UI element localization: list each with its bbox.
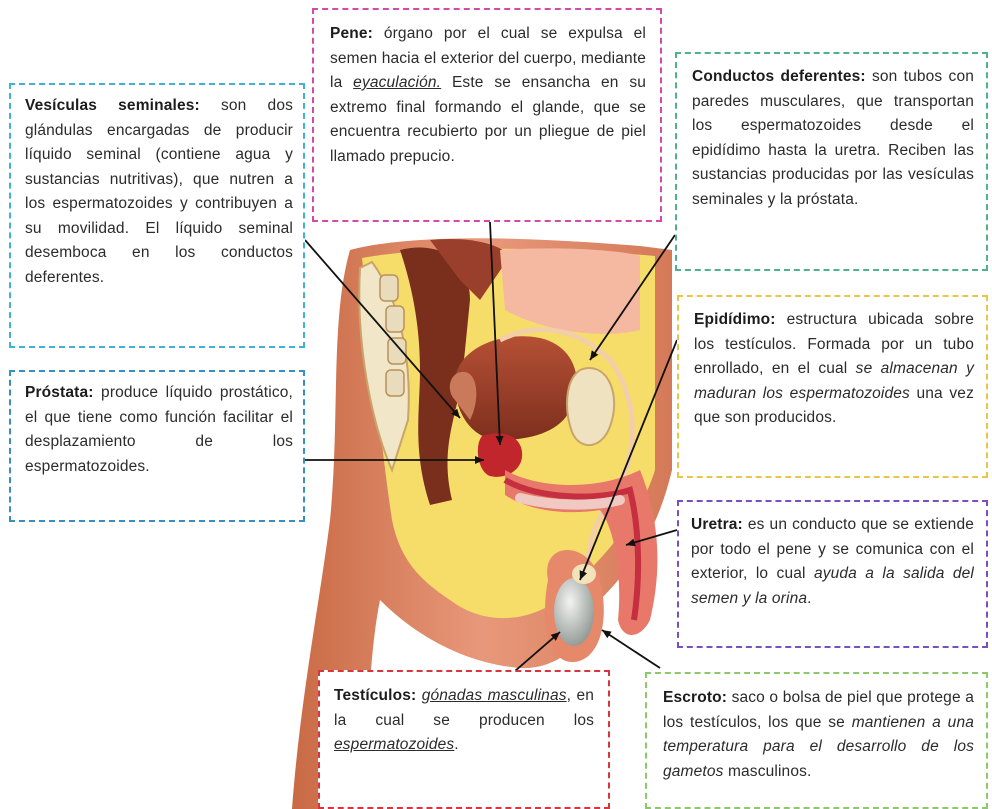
- escroto-title: Escroto:: [663, 689, 727, 706]
- vesiculas-text: Vesículas seminales: son dos glándulas e…: [25, 94, 293, 290]
- prostata-title: Próstata:: [25, 384, 94, 401]
- leader-escroto: [602, 630, 660, 668]
- testis: [554, 578, 594, 646]
- epididymis: [572, 564, 596, 584]
- uretra-text: Uretra: es un conducto que se extiende p…: [691, 513, 974, 611]
- label-pene: Pene: órgano por el cual se expulsa el s…: [312, 8, 662, 222]
- prostata-text: Próstata: produce líquido prostático, el…: [25, 381, 293, 479]
- pene-eyaculacion: eyaculación.: [353, 74, 441, 91]
- testiculos-title: Testículos:: [334, 687, 416, 704]
- uretra-title: Uretra:: [691, 516, 743, 533]
- label-vesiculas-seminales: Vesículas seminales: son dos glándulas e…: [9, 83, 305, 348]
- vesiculas-title: Vesículas seminales:: [25, 97, 200, 114]
- label-conductos-deferentes: Conductos deferentes: son tubos con pare…: [675, 52, 988, 271]
- label-epididimo: Epidídimo: estructura ubicada sobre los …: [677, 295, 988, 478]
- label-escroto: Escroto: saco o bolsa de piel que proteg…: [645, 672, 988, 809]
- pubic-bone: [567, 368, 614, 445]
- deferentes-title: Conductos deferentes:: [692, 68, 866, 85]
- label-testiculos: Testículos: gónadas masculinas, en la cu…: [318, 670, 610, 809]
- pene-title: Pene:: [330, 25, 373, 42]
- label-uretra: Uretra: es un conducto que se extiende p…: [677, 500, 988, 648]
- deferentes-text: Conductos deferentes: son tubos con pare…: [692, 65, 974, 212]
- pene-text: Pene: órgano por el cual se expulsa el s…: [330, 22, 646, 169]
- label-prostata: Próstata: produce líquido prostático, el…: [9, 370, 305, 522]
- epididimo-text: Epidídimo: estructura ubicada sobre los …: [694, 308, 974, 431]
- testiculos-text: Testículos: gónadas masculinas, en la cu…: [334, 684, 594, 758]
- escroto-text: Escroto: saco o bolsa de piel que proteg…: [663, 686, 974, 784]
- epididimo-title: Epidídimo:: [694, 311, 776, 328]
